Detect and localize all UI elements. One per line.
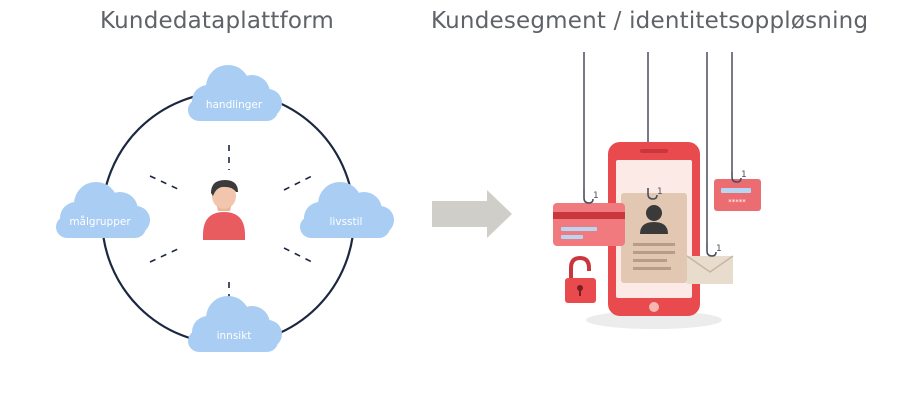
cloud-label-handlinger: handlinger — [206, 99, 263, 111]
cloud-label-innsikt: innsikt — [217, 330, 252, 342]
id-card-icon — [621, 193, 687, 283]
title-customer-segment: Kundesegment / identitetsoppløsning — [431, 8, 869, 34]
cloud-livsstil — [300, 182, 394, 238]
padlock-icon — [565, 255, 596, 303]
title-customer-data-platform: Kundedataplattform — [100, 8, 334, 34]
cloud-label-malgrupper: målgrupper — [69, 215, 131, 228]
cloud-handlinger — [188, 65, 282, 121]
credit-card-icon — [553, 203, 625, 246]
password-icon: ***** — [714, 179, 761, 211]
hook-mark-2: 1 — [657, 187, 663, 197]
password-mask: ***** — [728, 198, 746, 206]
cloud-innsikt — [188, 296, 282, 352]
phone-illustration: ***** 1 1 1 1 — [553, 52, 761, 329]
cloud-malgrupper — [56, 182, 150, 238]
envelope-icon — [686, 255, 734, 284]
hook-icon — [583, 172, 742, 257]
person-icon — [203, 180, 245, 240]
hook-mark-4: 1 — [741, 170, 747, 180]
cloud-label-livsstil: livsstil — [330, 216, 363, 228]
hook-mark-3: 1 — [716, 244, 722, 254]
hook-mark-1: 1 — [593, 191, 599, 201]
arrow-icon — [432, 190, 512, 238]
